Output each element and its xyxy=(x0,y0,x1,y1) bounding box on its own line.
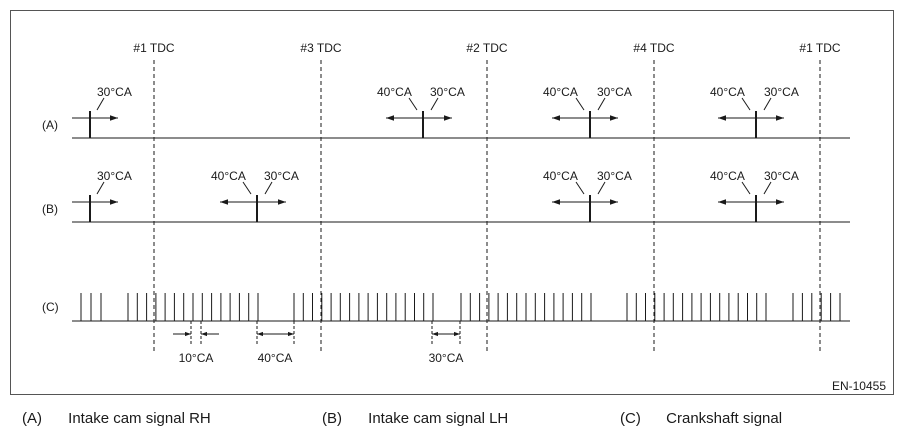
angle-label: 40°CA xyxy=(211,169,246,183)
angle-label: 40°CA xyxy=(710,85,745,99)
leader-line xyxy=(741,181,751,195)
dimension-label: 10°CA xyxy=(179,351,214,365)
row-b-pulses xyxy=(89,195,757,222)
leader-line xyxy=(264,181,273,195)
caption-text: Intake cam signal RH xyxy=(68,410,211,427)
caption-b: (B) Intake cam signal LH xyxy=(322,410,508,427)
angle-label: 30°CA xyxy=(764,169,799,183)
tdc-label: #3 TDC xyxy=(300,41,341,55)
tdc-label: #2 TDC xyxy=(466,41,507,55)
row-label-a: (A) xyxy=(42,118,58,132)
caption-text: Intake cam signal LH xyxy=(368,410,509,427)
angle-label: 30°CA xyxy=(430,85,465,99)
row-c-dimensions xyxy=(173,321,461,344)
row-label-b: (B) xyxy=(42,202,58,216)
leader-line xyxy=(430,97,439,111)
tdc-label: #1 TDC xyxy=(133,41,174,55)
caption-c: (C) Crankshaft signal xyxy=(620,410,782,427)
leader-line xyxy=(408,97,418,111)
angle-label: 40°CA xyxy=(710,169,745,183)
angle-label: 30°CA xyxy=(264,169,299,183)
angle-label: 40°CA xyxy=(377,85,412,99)
row-label-c: (C) xyxy=(42,300,59,314)
leader-line xyxy=(763,97,772,111)
diagram-frame xyxy=(10,10,894,395)
row-a-pulses xyxy=(89,111,757,138)
leader-line xyxy=(96,181,105,195)
caption-tag: (A) xyxy=(22,410,42,427)
dimension-label: 30°CA xyxy=(429,351,464,365)
diagram-code: EN-10455 xyxy=(832,379,886,393)
leader-line xyxy=(242,181,252,195)
leader-line xyxy=(597,181,606,195)
caption-text: Crankshaft signal xyxy=(666,410,783,427)
caption-tag: (B) xyxy=(322,410,342,427)
caption-a: (A) Intake cam signal RH xyxy=(22,410,211,427)
leader-line xyxy=(575,181,585,195)
leader-line xyxy=(597,97,606,111)
dimension-label: 40°CA xyxy=(258,351,293,365)
angle-label: 30°CA xyxy=(764,85,799,99)
tdc-label: #4 TDC xyxy=(633,41,674,55)
row-a-arrows xyxy=(72,97,784,121)
angle-label: 40°CA xyxy=(543,169,578,183)
leader-line xyxy=(575,97,585,111)
caption-tag: (C) xyxy=(620,410,641,427)
crankshaft-teeth xyxy=(80,293,841,321)
angle-label: 30°CA xyxy=(97,85,132,99)
tdc-label: #1 TDC xyxy=(799,41,840,55)
angle-label: 30°CA xyxy=(597,169,632,183)
leader-line xyxy=(763,181,772,195)
leader-line xyxy=(96,97,105,111)
row-b-arrows xyxy=(72,181,784,205)
timing-diagram: #1 TDC #3 TDC #2 TDC #4 TDC #1 TDC (A) (… xyxy=(10,10,894,395)
angle-label: 40°CA xyxy=(543,85,578,99)
angle-label: 30°CA xyxy=(97,169,132,183)
leader-line xyxy=(741,97,751,111)
angle-label: 30°CA xyxy=(597,85,632,99)
